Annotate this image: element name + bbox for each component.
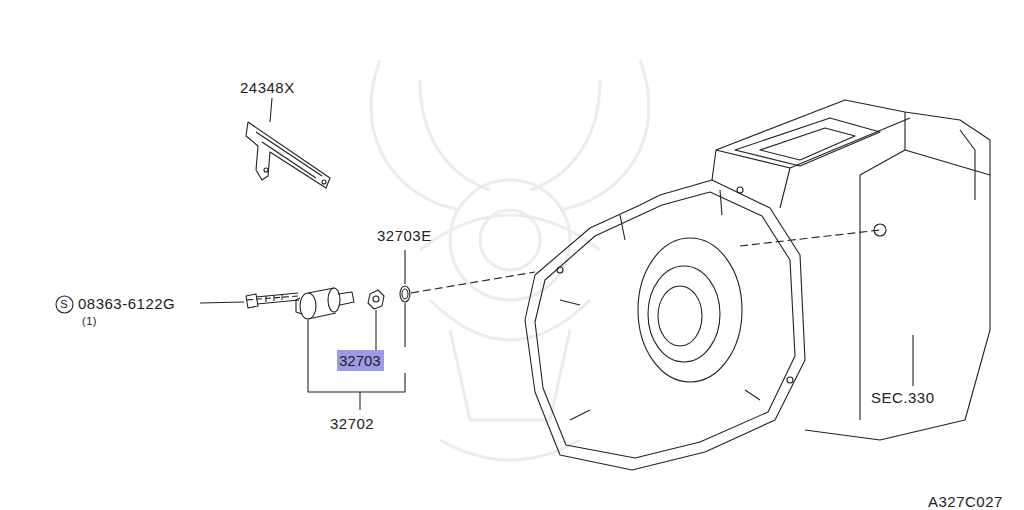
o-ring-part xyxy=(400,286,410,302)
part-number: 24348X xyxy=(240,80,295,95)
leader-line xyxy=(404,303,405,347)
leader-line xyxy=(270,98,272,122)
bracket-part xyxy=(246,122,330,188)
highlighted-part-number: 32703 xyxy=(337,350,384,371)
assembly-line xyxy=(740,230,880,246)
part-number: 32703E xyxy=(377,228,432,243)
watermark xyxy=(371,60,649,460)
leader-line xyxy=(375,310,376,350)
leader-line xyxy=(912,335,913,386)
part-number: (1) xyxy=(82,316,97,327)
node-text: 32703 xyxy=(339,353,382,368)
leader-line xyxy=(359,392,360,410)
standard-part-symbol: S xyxy=(55,295,74,314)
assembly-line xyxy=(246,296,298,300)
figure-code: A327C027 xyxy=(928,494,1003,509)
part-number: 32702 xyxy=(330,416,374,431)
node-text: S xyxy=(60,299,67,310)
part-number: 08363-6122G xyxy=(78,296,175,311)
leader-line xyxy=(404,250,405,284)
transmission-case xyxy=(525,100,990,470)
section-reference: SEC.330 xyxy=(871,390,935,405)
bolt-part xyxy=(246,293,299,308)
seal-part xyxy=(368,290,384,309)
sensor-part xyxy=(296,288,354,319)
assembly-line xyxy=(411,272,535,293)
leader-line xyxy=(200,302,244,303)
group-bracket xyxy=(308,320,405,392)
